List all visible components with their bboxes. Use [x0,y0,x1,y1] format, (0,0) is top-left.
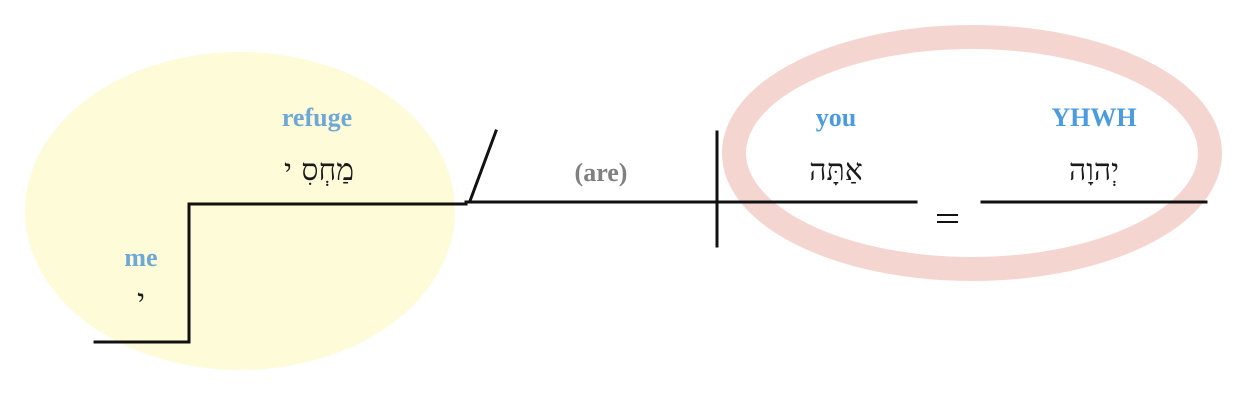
gloss-yhwh: YHWH [1051,103,1136,132]
yellow-highlight [25,52,455,370]
hebrew-yhwh: יְהוָה [1069,153,1119,188]
gloss-you: you [816,103,856,132]
pink-ring-highlight [722,25,1222,281]
hebrew-me: י [137,283,145,318]
gloss-are: (are) [575,158,628,187]
gloss-refuge: refuge [282,103,352,132]
modifier-step-line [93,202,468,344]
gloss-me: me [124,243,157,272]
hebrew-you: אַתָּה [809,153,863,188]
complement-slash [468,129,498,203]
hebrew-refuge: מַחְסִ י [284,153,354,188]
